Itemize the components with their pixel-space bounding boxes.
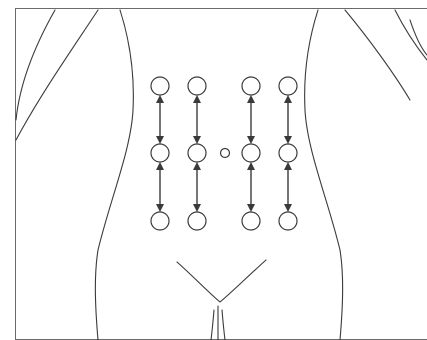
- injection-site-circle: [279, 77, 297, 95]
- left-arm-outer: [16, 10, 55, 120]
- groin-line: [177, 260, 266, 302]
- crotch-left: [211, 310, 214, 340]
- injection-site-circle: [188, 77, 206, 95]
- navel-marker: [221, 149, 230, 158]
- body-outline: [16, 10, 427, 340]
- injection-site-circle: [151, 77, 169, 95]
- injection-site-circle: [279, 144, 297, 162]
- injection-site-circle: [188, 144, 206, 162]
- injection-site-circle: [242, 77, 260, 95]
- right-torso-edge: [305, 10, 343, 340]
- injection-site-circle: [242, 212, 260, 230]
- injection-site-circle: [151, 212, 169, 230]
- injection-points: [151, 77, 297, 230]
- injection-site-circle: [188, 212, 206, 230]
- crotch-right: [222, 310, 225, 340]
- left-arm-inner: [16, 10, 98, 140]
- right-arm-inner: [395, 10, 427, 60]
- injection-site-circle: [242, 144, 260, 162]
- image-frame: [16, 9, 427, 340]
- right-arm-outer: [345, 10, 410, 100]
- injection-site-circle: [151, 144, 169, 162]
- left-torso-edge: [95, 10, 133, 340]
- injection-site-circle: [279, 212, 297, 230]
